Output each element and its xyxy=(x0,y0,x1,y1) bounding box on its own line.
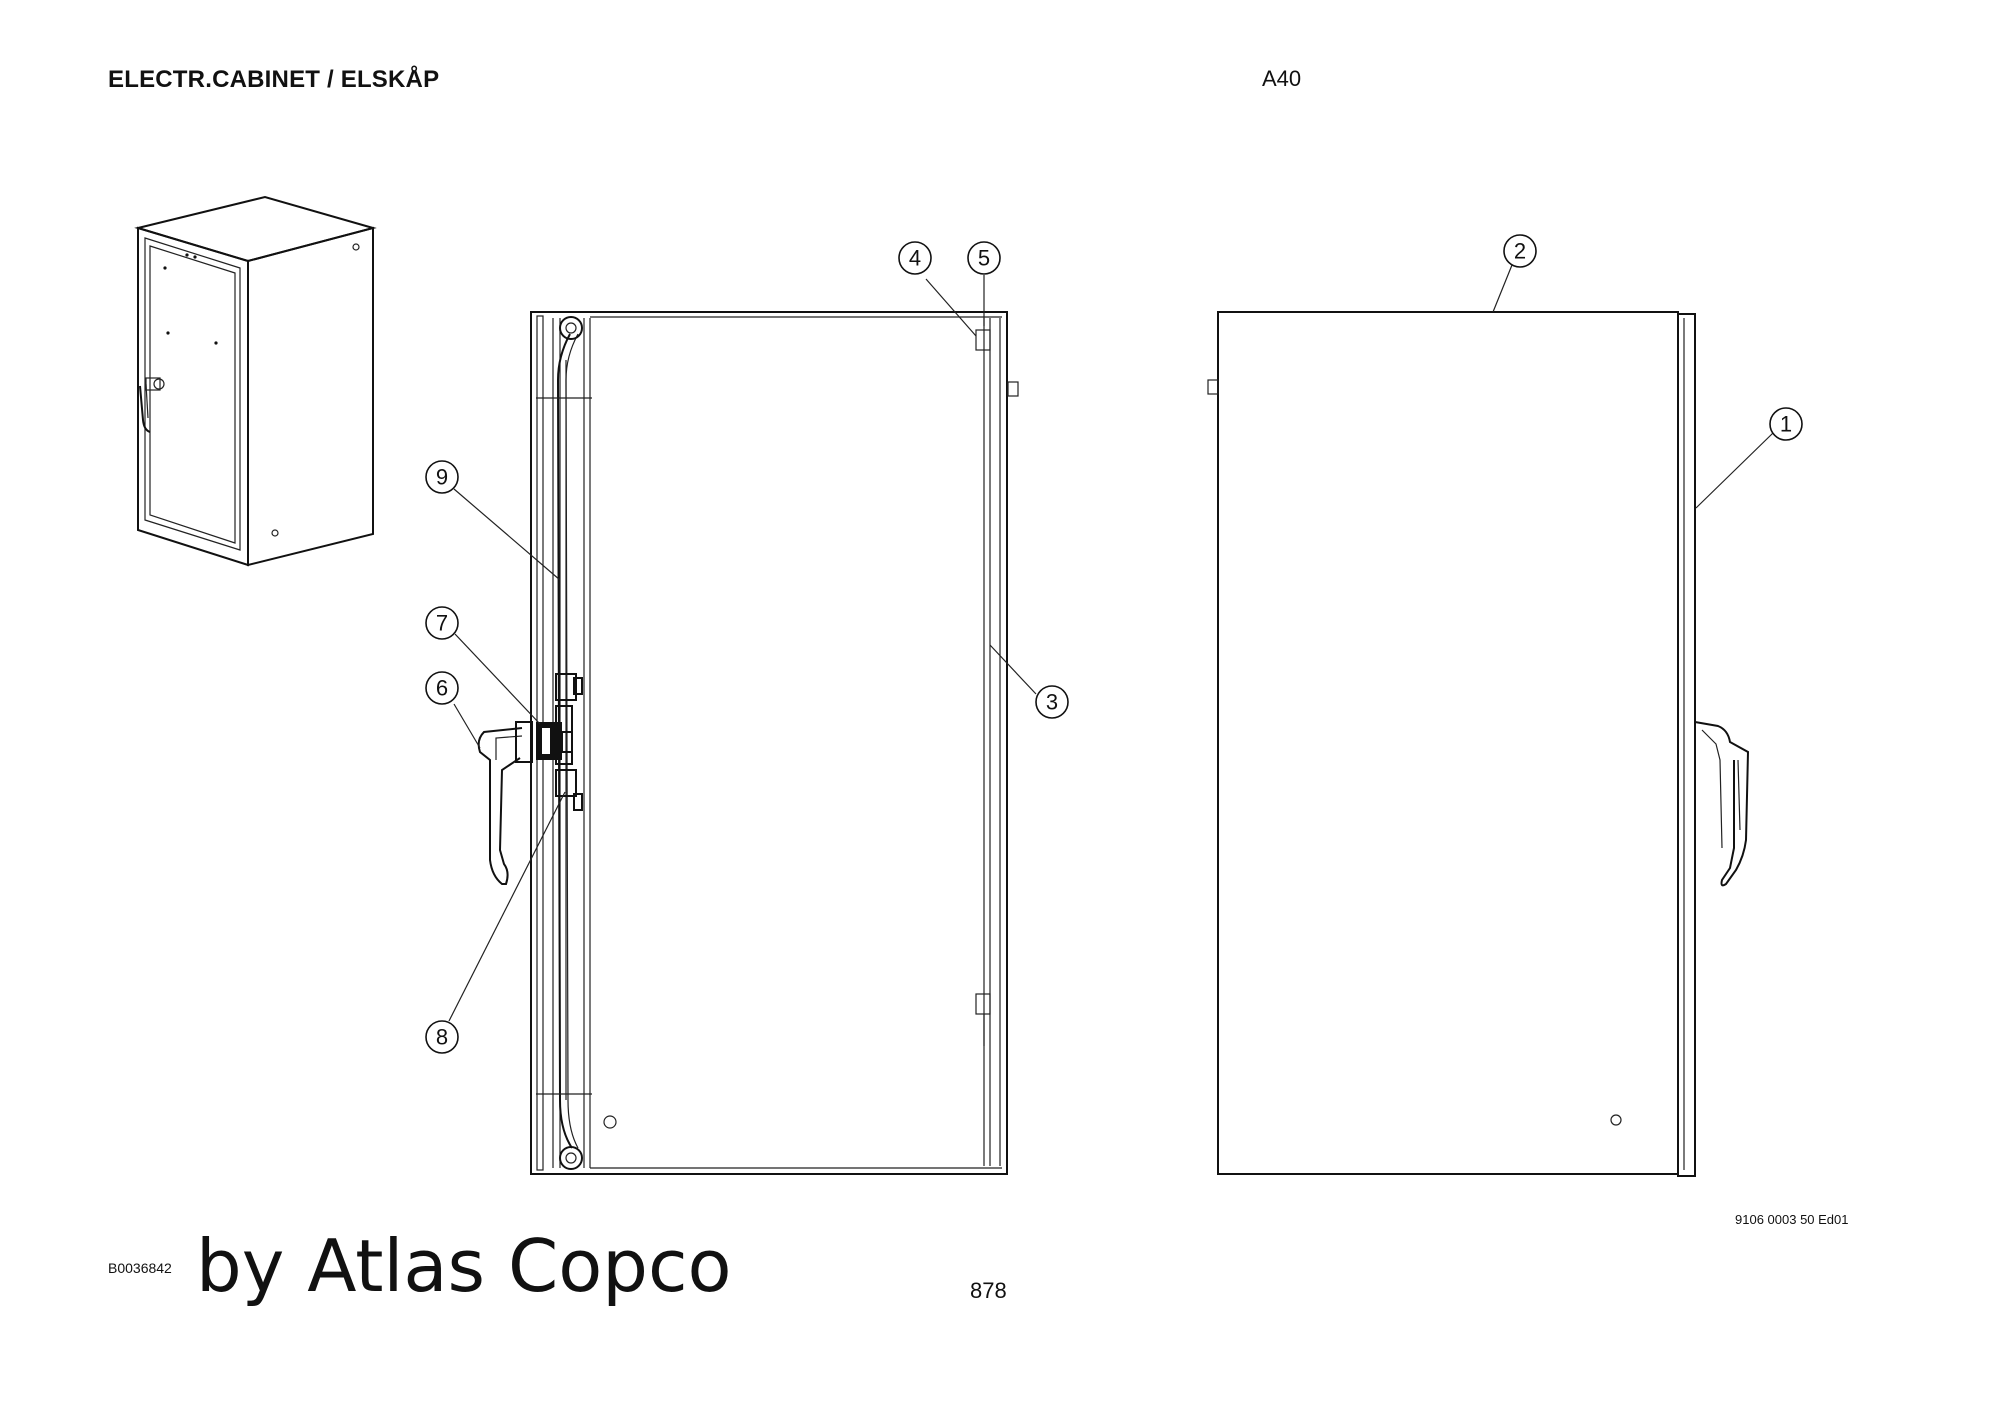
drawing-title: ELECTR.CABINET / ELSKÅP xyxy=(108,66,440,93)
callout-4: 4 xyxy=(898,241,977,337)
callout-7: 7 xyxy=(425,606,541,725)
door-inside-view xyxy=(477,311,1019,1175)
image-id: B0036842 xyxy=(108,1260,172,1276)
document-number: 9106 0003 50 Ed01 xyxy=(1735,1212,1849,1227)
svg-text:1: 1 xyxy=(1780,412,1792,437)
svg-text:9: 9 xyxy=(436,465,448,490)
svg-text:8: 8 xyxy=(436,1025,448,1050)
callout-8: 8 xyxy=(425,791,566,1054)
svg-text:5: 5 xyxy=(978,246,990,271)
door-outside-view xyxy=(1207,311,1750,1177)
callout-5: 5 xyxy=(967,241,1001,326)
svg-text:7: 7 xyxy=(436,611,448,636)
callout-3: 3 xyxy=(989,644,1069,719)
section-code: A40 xyxy=(1262,66,1302,91)
cabinet-isometric-view xyxy=(134,195,377,567)
svg-text:6: 6 xyxy=(436,676,448,701)
callout-2: 2 xyxy=(1492,234,1537,313)
callout-6: 6 xyxy=(425,671,481,749)
brand-text: by Atlas Copco xyxy=(196,1224,732,1308)
svg-text:3: 3 xyxy=(1046,690,1058,715)
callout-1: 1 xyxy=(1695,407,1803,509)
svg-text:2: 2 xyxy=(1514,239,1526,264)
svg-text:4: 4 xyxy=(909,246,921,271)
page-number: 878 xyxy=(970,1278,1007,1303)
callout-9: 9 xyxy=(425,460,561,581)
